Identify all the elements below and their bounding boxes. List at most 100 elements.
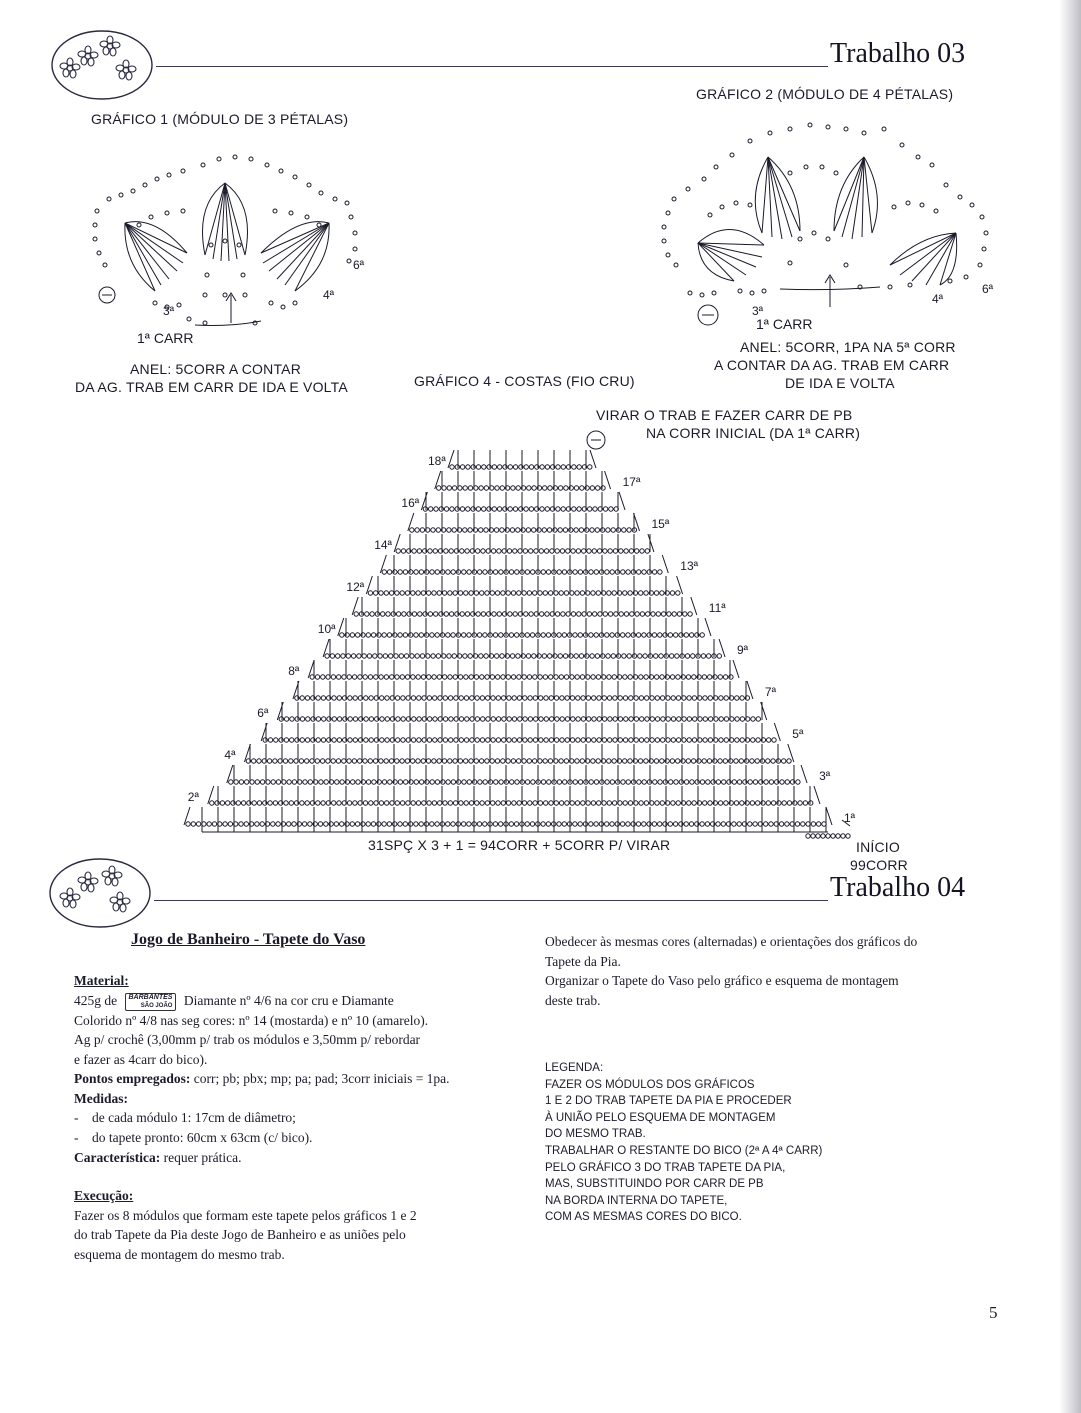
chain-stitch (634, 696, 638, 700)
chain-stitch (671, 696, 675, 700)
grafico2-title: GRÁFICO 2 (MÓDULO DE 4 PÉTALAS) (696, 85, 953, 103)
chain-stitch (564, 486, 568, 490)
chain-stitch (305, 738, 309, 742)
chain-stitch (513, 549, 517, 553)
header-rule (154, 900, 828, 901)
chain-stitch (811, 822, 815, 826)
chain-stitch (369, 801, 373, 805)
chain-stitch (424, 633, 428, 637)
chain-stitch (511, 486, 515, 490)
chain-stitch (605, 633, 609, 637)
chain-stitch (607, 696, 611, 700)
chain-stitch (477, 633, 481, 637)
chain-stitch (474, 591, 478, 595)
chain-stitch (386, 612, 390, 616)
chain-stitch (405, 591, 409, 595)
page-number: 5 (989, 1303, 998, 1323)
chain-stitch (426, 759, 430, 763)
right-row-label: 13ª (680, 559, 698, 573)
chain-stitch (460, 465, 464, 469)
chain-stitch (652, 822, 656, 826)
chain-stitch (543, 591, 547, 595)
chain-stitch (569, 528, 573, 532)
chain-stitch (793, 801, 797, 805)
chain-stitch (687, 696, 691, 700)
chain-stitch (511, 759, 515, 763)
chain-stitch (480, 675, 484, 679)
chain-stitch (465, 717, 469, 721)
chain-stitch (708, 717, 712, 721)
chain-stitch (510, 780, 514, 784)
chain-stitch (612, 759, 616, 763)
chain-stitch (565, 696, 569, 700)
chain-stitch (340, 822, 344, 826)
chain-stitch (384, 759, 388, 763)
chain-stitch (659, 654, 663, 658)
chain-stitch (336, 654, 340, 658)
chain-stitch (319, 780, 323, 784)
chain-stitch (545, 465, 549, 469)
chain-stitch (308, 780, 312, 784)
chain-stitch (602, 696, 606, 700)
chain-stitch (557, 822, 561, 826)
chain-stitch (284, 738, 288, 742)
chain-stitch (403, 570, 407, 574)
chain-stitch (593, 507, 597, 511)
chain-stitch (548, 591, 552, 595)
chain-stitch (681, 759, 685, 763)
chain-stitch (546, 570, 550, 574)
chain-stitch (703, 801, 707, 805)
article-left-column: Material: 425g de BARBANTES SÃO JOÃO Dia… (74, 971, 534, 1265)
chain-stitch (416, 759, 420, 763)
chain-stitch (540, 465, 544, 469)
chain-stitch (361, 822, 365, 826)
chain-stitch (601, 654, 605, 658)
chain-stitch (428, 612, 432, 616)
chain-stitch (673, 822, 677, 826)
chain-stitch (347, 675, 351, 679)
chain-stitch (508, 507, 512, 511)
chain-stitch (628, 801, 632, 805)
chain-stitch (724, 738, 728, 742)
chain-stitch (574, 654, 578, 658)
chain-stitch (457, 780, 461, 784)
chain-stitch (634, 717, 638, 721)
chain-stitch (544, 717, 548, 721)
chain-stitch (670, 675, 674, 679)
chain-stitch (500, 528, 504, 532)
chain-stitch (472, 780, 476, 784)
chain-stitch (785, 780, 789, 784)
chain-stitch (527, 486, 531, 490)
chain-stitch (223, 822, 227, 826)
chain-stitch (431, 654, 435, 658)
chain-stitch (381, 612, 385, 616)
chain-stitch (210, 801, 214, 805)
chain-stitch (740, 717, 744, 721)
chain-stitch (231, 801, 235, 805)
chain-stitch (347, 759, 351, 763)
chain-stitch (395, 675, 399, 679)
chain-stitch (509, 570, 513, 574)
chain-stitch (416, 591, 420, 595)
chain-stitch (609, 507, 613, 511)
chain-stitch (645, 549, 649, 553)
chain-stitch (533, 591, 537, 595)
chain-stitch (406, 801, 410, 805)
chain-stitch (578, 633, 582, 637)
chain-stitch (713, 675, 717, 679)
chain-stitch (639, 675, 643, 679)
chain-stitch (610, 780, 614, 784)
chain-stitch (415, 654, 419, 658)
chain-stitch (287, 780, 291, 784)
chain-stitch (358, 675, 362, 679)
chain-stitch (353, 717, 357, 721)
chain-stitch (591, 759, 595, 763)
chain-stitch (642, 780, 646, 784)
chain-stitch (433, 738, 437, 742)
chain-stitch (380, 738, 384, 742)
chain-stitch (640, 612, 644, 616)
chain-stitch (605, 780, 609, 784)
chain-stitch (545, 612, 549, 616)
chain-stitch (647, 570, 651, 574)
chain-stitch (409, 570, 413, 574)
